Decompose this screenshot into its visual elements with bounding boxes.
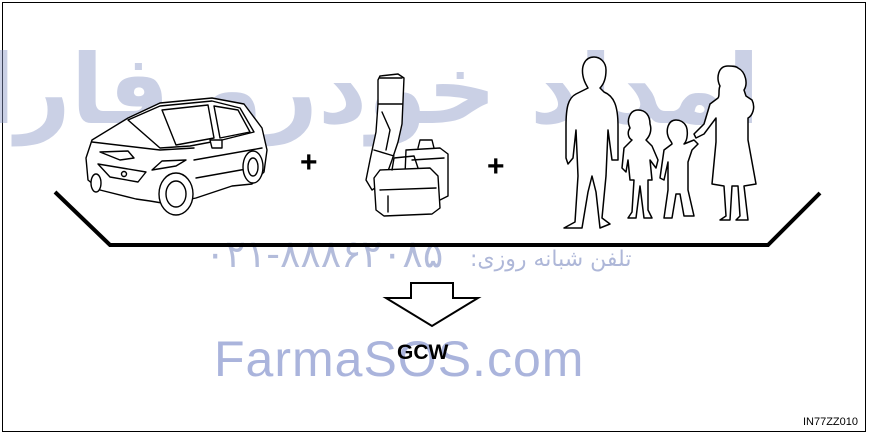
boy-silhouette — [660, 120, 698, 218]
family-icon — [564, 57, 756, 228]
down-arrow-icon — [386, 283, 478, 326]
luggage-icon — [366, 74, 448, 216]
figure-code: IN77ZZ010 — [803, 416, 858, 428]
car-icon — [86, 98, 267, 215]
plus-sign-1: + — [300, 146, 318, 179]
plus-sign-2: + — [487, 150, 505, 183]
gcw-label: GCW — [397, 341, 448, 365]
girl-silhouette — [622, 110, 658, 218]
man-silhouette — [564, 57, 618, 228]
woman-silhouette — [694, 66, 756, 220]
